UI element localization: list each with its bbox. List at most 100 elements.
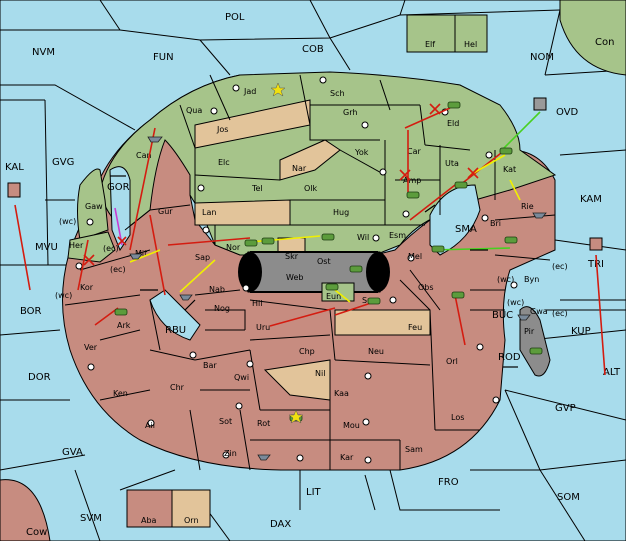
sea-label-lit: LIT [306, 487, 322, 498]
sea-label-rbu: RBU [165, 325, 186, 336]
land-label-kar: Kar [340, 453, 354, 462]
land-label-eld: Eld [447, 119, 459, 128]
land-label-hel: Hel [464, 40, 477, 49]
sea-label-cob: COB [302, 44, 324, 55]
sea-labels: POL NVM FUN COB NOM Con GVG KAL OVD KAM … [5, 12, 621, 538]
land-label-neu: Neu [368, 347, 384, 356]
internal-borders [64, 74, 556, 471]
land-label-hug: Hug [333, 208, 349, 217]
unit-army-icon[interactable] [499, 147, 513, 155]
unit-fleet-icon[interactable] [129, 253, 143, 260]
cross-icon [399, 169, 411, 181]
land-label-bri: Bri [490, 219, 501, 228]
order-move-arrow [269, 307, 336, 327]
sea-label-tri: TRI [587, 259, 604, 270]
unit-fleet-icon[interactable] [517, 314, 531, 321]
unit-army-icon[interactable] [529, 347, 543, 355]
unit-fleet-icon[interactable] [179, 294, 193, 301]
unit-army-icon[interactable] [325, 283, 339, 291]
unit-army-icon[interactable] [504, 236, 518, 244]
impassable-west [238, 252, 262, 292]
coast-tag-kor-wc: (wc) [55, 291, 72, 300]
province-feu[interactable] [334, 309, 431, 336]
sea-label-mvu: MVU [35, 242, 58, 253]
land-label-pir: Pir [524, 327, 535, 336]
land-label-rot: Rot [257, 419, 270, 428]
province-her[interactable] [67, 231, 116, 263]
land-label-qua: Qua [186, 106, 202, 115]
sea-gor [109, 166, 131, 252]
order-convoy-arrow [499, 111, 541, 153]
land-label-elc: Elc [218, 158, 230, 167]
star-icon [288, 409, 304, 424]
unit-army-icon[interactable] [406, 191, 420, 199]
province-nar[interactable] [279, 139, 341, 181]
sea-label-bor: BOR [20, 306, 42, 317]
order-move-arrow [77, 239, 89, 291]
land-label-wil: Wil [357, 233, 369, 242]
order-support-arrow [179, 259, 216, 293]
order-move-arrow [454, 294, 466, 346]
unit-army-icon[interactable] [114, 308, 128, 316]
sea-label-kam: KAM [580, 194, 602, 205]
order-move-arrow [94, 307, 119, 326]
coast-tag-mit-ec: (ec) [110, 265, 126, 274]
fleets [129, 136, 547, 461]
strait-connectors [110, 175, 518, 368]
province-ost[interactable] [242, 251, 386, 293]
order-move-arrow [149, 214, 166, 296]
land-label-ail: Ail [145, 421, 155, 430]
land-label-ark: Ark [117, 321, 131, 330]
land-label-car: Car [407, 147, 421, 156]
unit-fleet-icon[interactable] [257, 454, 271, 461]
land-label-jos: Jos [216, 125, 228, 134]
province-gaw[interactable] [77, 168, 109, 241]
province-orn[interactable] [171, 489, 211, 528]
land-label-gaw: Gaw [85, 202, 103, 211]
land-label-nog: Nog [214, 304, 230, 313]
unit-army-icon[interactable] [367, 297, 381, 305]
order-move-arrow [167, 237, 251, 246]
unit-army-icon[interactable] [451, 291, 465, 299]
coast-tag-byn-ec: (ec) [552, 262, 568, 271]
unit-fleet-icon[interactable] [147, 136, 163, 143]
unit-army-icon[interactable] [447, 101, 461, 109]
sea-rbu [149, 289, 201, 341]
land-label-grh: Grh [343, 108, 357, 117]
sea-label-cow: Cow [26, 527, 47, 538]
order-move-arrow [595, 254, 606, 376]
cross-icon [467, 167, 479, 179]
unit-fleet-icon[interactable] [532, 212, 547, 219]
land-label-rie: Rie [521, 202, 534, 211]
unit-army-icon[interactable] [349, 265, 363, 273]
sea-label-dor: DOR [28, 372, 51, 383]
unit-army-icon[interactable] [244, 239, 258, 247]
province-aba[interactable] [126, 489, 173, 528]
land-label-byn: Byn [524, 275, 539, 284]
order-move-arrow [409, 184, 456, 221]
marker-ovd [533, 97, 547, 111]
land-label-her: Her [69, 241, 84, 250]
star-icon [270, 82, 286, 97]
province-pir[interactable] [519, 306, 551, 377]
province-elf[interactable] [406, 14, 456, 53]
order-convoy-arrow [431, 247, 511, 251]
sea-label-gvp: GVP [555, 403, 576, 414]
order-move-arrow [404, 107, 451, 129]
unit-army-icon[interactable] [431, 245, 445, 253]
unit-army-icon[interactable] [261, 237, 275, 245]
sea-label-fun: FUN [153, 52, 174, 63]
unit-army-icon[interactable] [454, 181, 468, 189]
land-label-chp: Chp [299, 347, 315, 356]
province-hel[interactable] [454, 14, 488, 53]
unit-army-icon[interactable] [321, 233, 335, 241]
sea-label-buc: BUC [492, 310, 513, 321]
land-label-sot: Sot [219, 417, 232, 426]
coast-tags: (wc) (ec) (ec) (wc) (wc) (ec) (wc) (ec) [55, 217, 568, 318]
land-label-ken: Ken [113, 389, 128, 398]
land-label-gur: Gur [158, 207, 173, 216]
land-label-bar: Bar [203, 361, 217, 370]
